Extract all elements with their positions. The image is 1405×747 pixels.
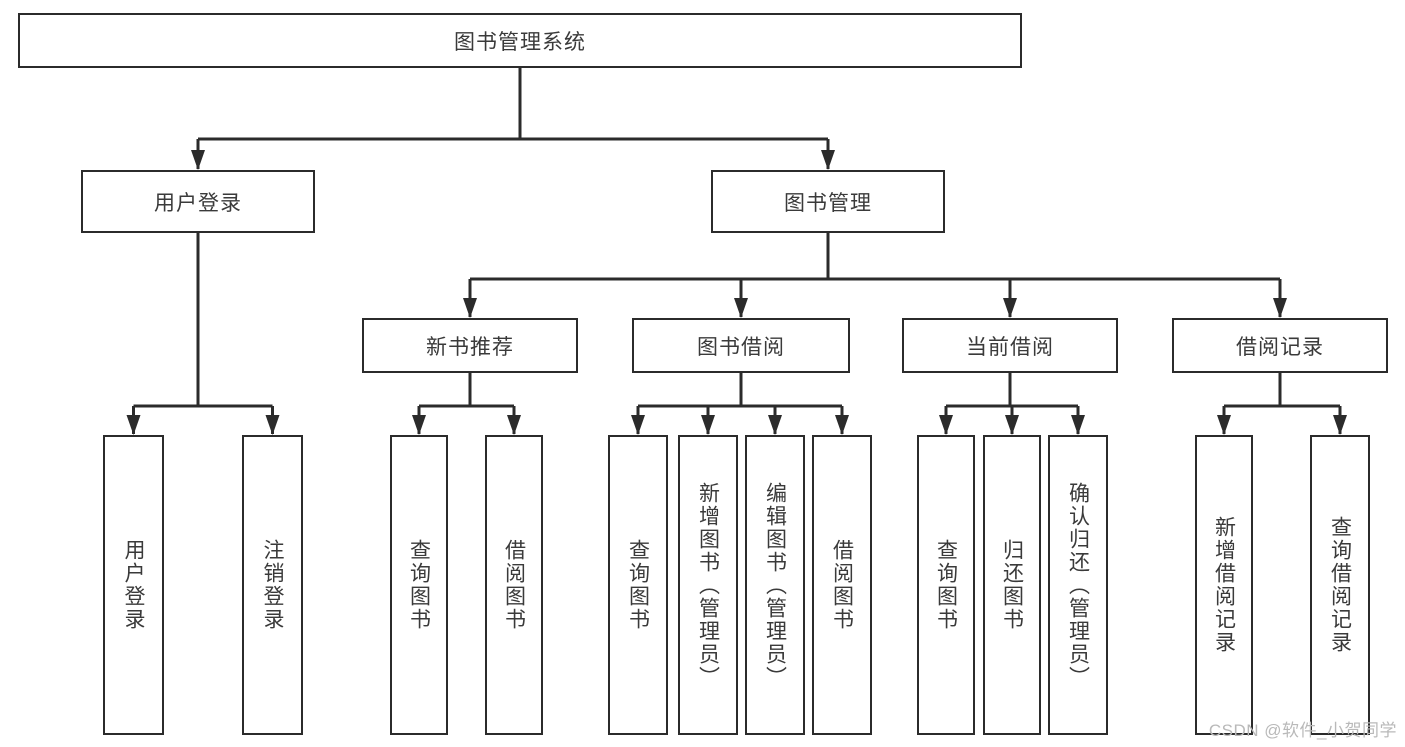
node-label: 注销登录 [261,539,284,631]
node-leaf_cu2[interactable]: 归还图书 [983,435,1041,735]
arrowhead-login [191,150,205,170]
arrowhead-bookmgmt [821,150,835,170]
node-leaf_rc2[interactable]: 查询借阅记录 [1310,435,1370,735]
node-label: 编辑图书（管理员） [763,481,787,689]
node-label: 新增图书（管理员） [696,481,720,689]
node-label: 查询图书 [934,539,958,631]
arrowhead-leaf_cu3 [1071,415,1085,435]
node-label: 图书借阅 [697,335,785,359]
node-leaf_cu3[interactable]: 确认归还（管理员） [1048,435,1108,735]
node-label: 用户登录 [122,539,145,631]
arrowhead-current [1003,298,1017,318]
arrowhead-leaf_nb1 [412,415,426,435]
arrowhead-records [1273,298,1287,318]
node-leaf_cu1[interactable]: 查询图书 [917,435,975,735]
node-leaf_br3[interactable]: 编辑图书（管理员） [745,435,805,735]
node-label: 新增借阅记录 [1212,516,1236,654]
node-root[interactable]: 图书管理系统 [18,13,1022,68]
node-label: 借阅记录 [1236,335,1324,359]
node-newbook[interactable]: 新书推荐 [362,318,578,373]
node-label: 查询借阅记录 [1328,516,1352,654]
arrowhead-leaf_br2 [701,415,715,435]
node-leaf_login2[interactable]: 注销登录 [242,435,303,735]
node-records[interactable]: 借阅记录 [1172,318,1388,373]
node-label: 查询图书 [407,539,431,631]
node-label: 借阅图书 [502,539,526,631]
node-leaf_rc1[interactable]: 新增借阅记录 [1195,435,1253,735]
node-borrow[interactable]: 图书借阅 [632,318,850,373]
node-label: 图书管理 [784,191,872,215]
node-label: 借阅图书 [830,539,854,631]
arrowhead-newbook [463,298,477,318]
arrowhead-leaf_br3 [768,415,782,435]
node-leaf_br2[interactable]: 新增图书（管理员） [678,435,738,735]
node-leaf_br1[interactable]: 查询图书 [608,435,668,735]
arrowhead-leaf_nb2 [507,415,521,435]
arrowhead-leaf_login2 [265,415,280,435]
arrowhead-leaf_br4 [835,415,849,435]
node-label: 用户登录 [154,191,242,215]
arrowhead-leaf_cu2 [1005,415,1019,435]
arrowhead-leaf_rc1 [1217,415,1231,435]
node-label: 新书推荐 [426,335,514,359]
arrowhead-leaf_rc2 [1333,415,1347,435]
node-login[interactable]: 用户登录 [81,170,315,233]
node-leaf_br4[interactable]: 借阅图书 [812,435,872,735]
node-label: 当前借阅 [966,335,1054,359]
node-leaf_login1[interactable]: 用户登录 [103,435,164,735]
node-leaf_nb2[interactable]: 借阅图书 [485,435,543,735]
arrowhead-leaf_login1 [126,415,141,435]
node-current[interactable]: 当前借阅 [902,318,1118,373]
arrowhead-leaf_br1 [631,415,645,435]
arrowhead-borrow [734,298,748,318]
node-label: 归还图书 [1000,539,1024,631]
node-bookmgmt[interactable]: 图书管理 [711,170,945,233]
node-label: 确认归还（管理员） [1066,481,1090,689]
arrowhead-leaf_cu1 [939,415,953,435]
node-label: 查询图书 [626,539,650,631]
node-label: 图书管理系统 [454,30,586,54]
node-leaf_nb1[interactable]: 查询图书 [390,435,448,735]
